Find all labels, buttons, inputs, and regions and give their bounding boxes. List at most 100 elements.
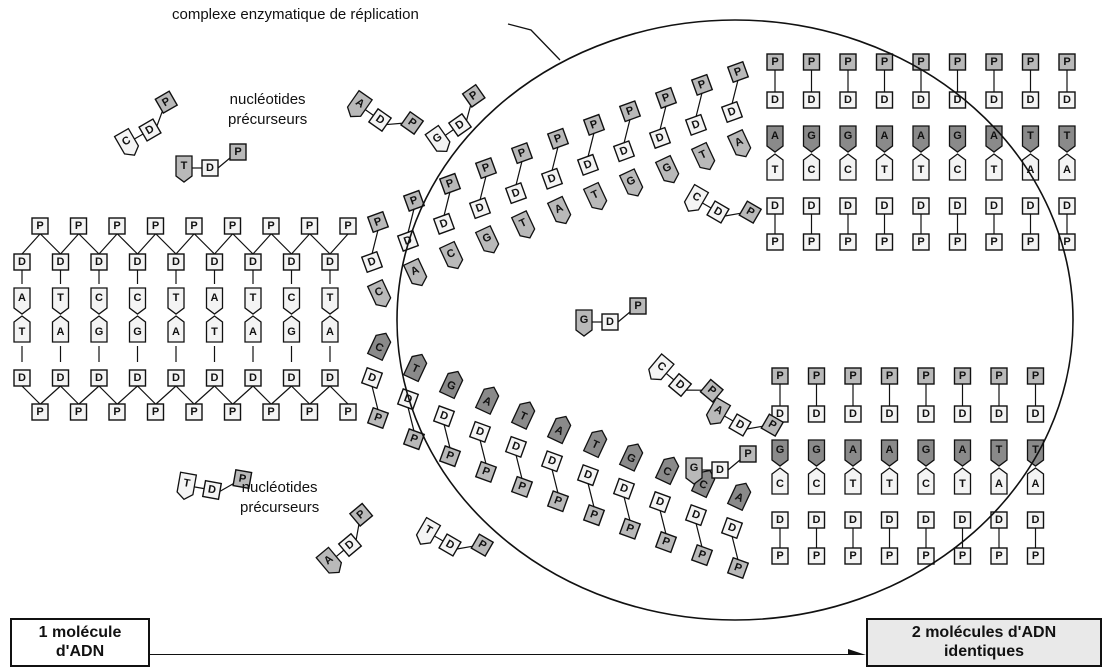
parent-bottom-phosphate-letter: P: [229, 406, 236, 418]
daughter-bottom-bottom-phosphate: P: [882, 548, 898, 564]
daughter-top-bottom-phosphate-letter: P: [1027, 236, 1034, 248]
parent-top-base: C: [91, 288, 107, 314]
daughter-bottom-top-phosphate: P: [882, 368, 898, 384]
free-nucleotide-link: [434, 536, 443, 541]
daughter-top-top-phosphate: P: [840, 54, 856, 70]
daughter-bottom-bottom-sugar: D: [772, 512, 788, 528]
parent-top-base-letter: A: [18, 292, 26, 304]
parent-bottom-base-letter: A: [172, 326, 180, 338]
daughter-top-top-sugar-letter: D: [771, 94, 779, 106]
parent-bottom-backbone: [41, 386, 61, 404]
parent-bottom-backbone: [253, 386, 271, 404]
daughter-bottom-bottom-sugar-letter: D: [1032, 514, 1040, 526]
fork-bottom-sugar: D: [722, 518, 743, 539]
parent-bottom-base: A: [245, 316, 261, 342]
parent-bottom-sugar: D: [53, 370, 69, 386]
parent-top-sugar: D: [14, 254, 30, 270]
daughter-top-bottom-phosphate-letter: P: [954, 236, 961, 248]
parent-bottom-sugar: D: [168, 370, 184, 386]
parent-top-sugar-letter: D: [326, 256, 334, 268]
parent-bottom-backbone: [195, 386, 215, 404]
parent-top-base-letter: C: [95, 292, 103, 304]
fork-top-phosphate: P: [692, 75, 713, 96]
daughter-top-bottom-sugar-letter: D: [808, 200, 816, 212]
fork-top-sugar: D: [506, 183, 527, 204]
parent-bottom-base-letter: G: [287, 326, 296, 338]
daughter-bottom-bottom-base-letter: C: [813, 478, 821, 490]
fork-bottom-backbone: [480, 440, 486, 464]
daughter-bottom-bottom-sugar: D: [918, 512, 934, 528]
daughter-top-top-phosphate-letter: P: [1063, 56, 1070, 68]
daughter-bottom-top-phosphate: P: [991, 368, 1007, 384]
fork-bottom-backbone: [516, 455, 522, 479]
fork-bottom-sugar: D: [542, 451, 563, 472]
daughter-top-top-sugar-letter: D: [808, 94, 816, 106]
parent-bottom-base: G: [284, 316, 300, 342]
daughter-bottom-bottom-base-letter: A: [995, 478, 1003, 490]
free-nucleotide: ADP: [309, 503, 387, 577]
parent-bottom-phosphate: P: [109, 404, 125, 420]
daughter-top-bottom-phosphate-letter: P: [771, 236, 778, 248]
fork-top-backbone: [732, 80, 738, 104]
daughter-top-bottom-sugar: D: [877, 198, 893, 214]
daughter-top-bottom-base: A: [1059, 154, 1075, 180]
daughter-top-top-phosphate: P: [877, 54, 893, 70]
start-box-line2: d'ADN: [12, 642, 148, 661]
parent-bottom-base-letter: T: [211, 326, 218, 338]
fork-bottom-sugar: D: [362, 368, 383, 389]
daughter-top-bottom-sugar: D: [804, 198, 820, 214]
daughter-top-bottom-base-letter: C: [844, 164, 852, 176]
parent-top-phosphate: P: [302, 218, 318, 234]
fork-top-phosphate: P: [656, 88, 677, 109]
parent-top-base-letter: A: [211, 292, 219, 304]
daughter-top-bottom-sugar: D: [840, 198, 856, 214]
parent-bottom-sugar-letter: D: [211, 372, 219, 384]
daughter-top-top-phosphate: P: [767, 54, 783, 70]
daughter-bottom-bottom-base: T: [955, 468, 971, 494]
parent-top-backbone: [156, 234, 176, 254]
daughter-top-bottom-phosphate-letter: P: [917, 236, 924, 248]
parent-bottom-sugar-letter: D: [18, 372, 26, 384]
parent-bottom-phosphate-letter: P: [36, 406, 43, 418]
daughter-bottom-top-sugar: D: [955, 406, 971, 422]
free-nucleotide: GDP: [576, 298, 646, 336]
daughter-bottom-bottom-phosphate: P: [955, 548, 971, 564]
fork-top-phosphate: P: [440, 174, 461, 195]
parent-top-phosphate-letter: P: [36, 220, 43, 232]
fork-bottom-base: G: [620, 441, 645, 471]
fork-bottom-base: A: [476, 384, 501, 414]
fork-bottom-base: C: [656, 454, 681, 484]
daughter-top-top-phosphate: P: [913, 54, 929, 70]
free-nucleotide: GDP: [686, 446, 756, 484]
daughter-bottom-bottom-phosphate: P: [809, 548, 825, 564]
daughter-top-top-phosphate: P: [1059, 54, 1075, 70]
parent-top-backbone: [215, 234, 233, 254]
daughter-top-top-phosphate: P: [1023, 54, 1039, 70]
daughter-bottom-bottom-sugar-letter: D: [959, 514, 967, 526]
parent-top-backbone: [61, 234, 79, 254]
fork-bottom-phosphate: P: [548, 491, 569, 512]
fork-bottom-sugar: D: [434, 406, 455, 427]
parent-top-phosphate: P: [263, 218, 279, 234]
parent-bottom-base: G: [130, 316, 146, 342]
end-box-line2: identiques: [868, 642, 1100, 661]
daughter-top-bottom-sugar-letter: D: [771, 200, 779, 212]
daughter-bottom-top-sugar-letter: D: [813, 408, 821, 420]
daughter-bottom-top-base-letter: G: [812, 444, 821, 456]
complex-label: complexe enzymatique de réplication: [172, 6, 419, 23]
parent-bottom-backbone: [215, 386, 233, 404]
parent-top-sugar-letter: D: [249, 256, 257, 268]
parent-bottom-base-letter: A: [57, 326, 65, 338]
parent-bottom-base: A: [168, 316, 184, 342]
daughter-top-top-sugar: D: [986, 92, 1002, 108]
free-nucleotide-base: A: [344, 91, 372, 121]
daughter-bottom-bottom-sugar-letter: D: [922, 514, 930, 526]
parent-bottom-sugar-letter: D: [57, 372, 65, 384]
parent-top-backbone: [118, 234, 138, 254]
parent-bottom-backbone: [310, 386, 330, 404]
daughter-top-bottom-base-letter: A: [1063, 164, 1071, 176]
daughter-top-top-sugar: D: [877, 92, 893, 108]
daughter-bottom-top-sugar-letter: D: [849, 408, 857, 420]
fork-top-phosphate: P: [620, 101, 641, 122]
end-molecules-box: 2 molécules d'ADN identiques: [866, 618, 1102, 667]
